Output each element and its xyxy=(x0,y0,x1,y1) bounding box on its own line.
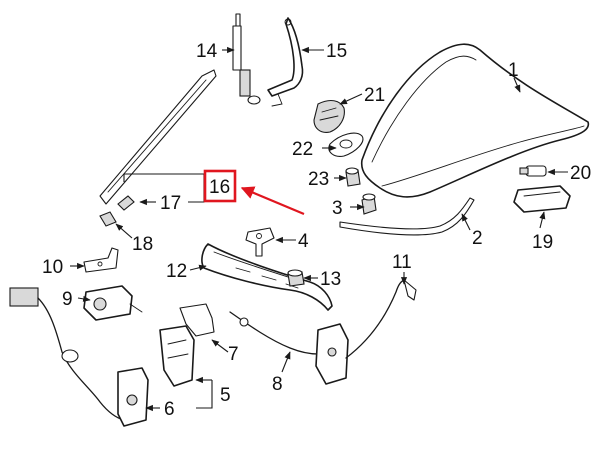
bracket-10 xyxy=(83,247,119,273)
callout-2: 2 xyxy=(472,228,483,249)
callout-14: 14 xyxy=(196,41,218,62)
callout-1: 1 xyxy=(508,60,519,81)
callout-6: 6 xyxy=(164,399,175,420)
callout-7: 7 xyxy=(228,344,239,365)
callout-20: 20 xyxy=(570,163,591,184)
callout-5: 5 xyxy=(220,385,231,406)
hood-trim-strip xyxy=(99,69,217,211)
callout-23: 23 xyxy=(308,169,329,190)
callout-10: 10 xyxy=(42,257,63,278)
hood-hinge xyxy=(267,17,304,107)
clip-18 xyxy=(99,211,117,227)
callout-11: 11 xyxy=(392,252,412,273)
callout-labels: 1 2 3 4 5 6 7 8 9 10 11 12 13 14 15 16 1… xyxy=(42,41,591,420)
cable-11 xyxy=(345,279,417,359)
small-bracket xyxy=(245,227,275,257)
callout-3: 3 xyxy=(332,198,343,219)
callout-16: 16 xyxy=(209,177,230,198)
callout-9: 9 xyxy=(62,289,73,310)
lock-support-frame xyxy=(201,243,333,311)
callout-18: 18 xyxy=(132,234,153,255)
latch-bracket xyxy=(159,325,195,387)
callout-19: 19 xyxy=(532,232,553,253)
release-cable xyxy=(229,311,319,355)
callout-13: 13 xyxy=(320,269,341,290)
underhood-lamp xyxy=(513,185,571,213)
bulb-socket xyxy=(519,165,547,177)
callout-4: 4 xyxy=(298,231,309,252)
right-latch xyxy=(315,323,349,385)
hood-panel xyxy=(360,43,590,198)
leader-lines xyxy=(70,46,568,412)
callout-17: 17 xyxy=(160,193,181,214)
callout-15: 15 xyxy=(326,41,347,62)
release-actuator xyxy=(83,285,143,321)
bumper-stop xyxy=(361,193,377,215)
clip-13 xyxy=(287,269,305,287)
callout-22: 22 xyxy=(292,139,313,160)
gas-strut xyxy=(232,13,261,105)
wiring-harness xyxy=(9,287,125,421)
latch-cover xyxy=(313,99,345,133)
bracket-7 xyxy=(179,303,215,337)
highlight-box xyxy=(203,169,237,203)
bumper-23 xyxy=(345,167,361,187)
highlight-arrow xyxy=(240,186,305,216)
left-latch xyxy=(117,367,149,427)
hood-seal xyxy=(339,197,475,236)
callout-12: 12 xyxy=(166,261,187,282)
callout-21: 21 xyxy=(364,85,385,106)
grommet-plate xyxy=(328,132,364,157)
callout-8: 8 xyxy=(272,374,283,395)
highlight-part-16 xyxy=(203,169,305,216)
